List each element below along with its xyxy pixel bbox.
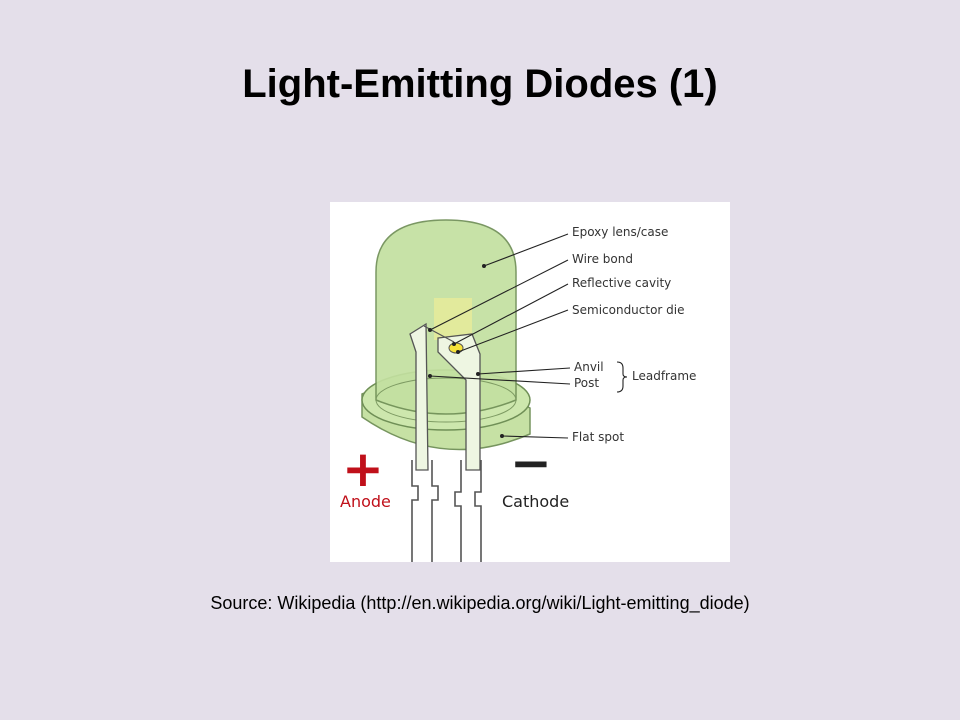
semiconductor-die — [448, 342, 464, 354]
leader-lines — [429, 233, 628, 439]
post — [409, 322, 429, 471]
anvil — [437, 333, 481, 471]
label-semiconductor-die: Semiconductor die — [572, 303, 685, 317]
label-leadframe: Leadframe — [632, 369, 696, 383]
lead-wires — [411, 460, 482, 562]
dome-inner-ellipse — [375, 377, 517, 423]
cathode-label: Cathode — [502, 492, 569, 511]
label-anvil: Anvil — [574, 360, 604, 374]
label-post: Post — [574, 376, 599, 390]
label-flat-spot: Flat spot — [572, 430, 624, 444]
label-wire-bond: Wire bond — [572, 252, 633, 266]
source-caption: Source: Wikipedia (http://en.wikipedia.o… — [210, 593, 750, 613]
led-diagram-svg: Epoxy lens/case Wire bond Reflective cav… — [340, 219, 696, 562]
die-glow — [434, 298, 472, 340]
leader-dots — [428, 264, 504, 438]
led-diagram: Epoxy lens/case Wire bond Reflective cav… — [330, 202, 730, 562]
slide-title: Light-Emitting Diodes (1) — [242, 62, 718, 106]
anode-label: Anode — [340, 492, 391, 511]
cathode-minus-sign: − — [510, 434, 552, 492]
anode-plus-sign: + — [342, 440, 384, 498]
label-reflective-cavity: Reflective cavity — [572, 276, 671, 290]
label-epoxy-lens: Epoxy lens/case — [572, 225, 668, 239]
